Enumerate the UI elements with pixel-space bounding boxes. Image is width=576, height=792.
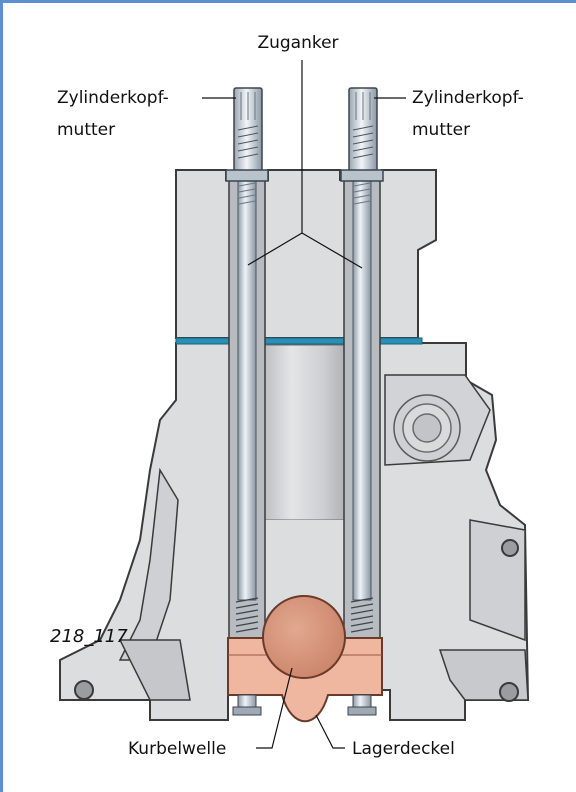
head-gasket [175,337,423,345]
right-cylinder-head-nut [340,87,384,182]
right-cap-nut [347,706,377,716]
kurbelwelle-leader [256,667,293,749]
right-cap-bolt-tip [352,694,372,708]
zuganker-label: Zuganker [257,33,338,53]
right-mount-hole-lower [499,682,519,702]
nut-right-label-line1: Zylinderkopf- [412,88,524,108]
right-tie-rod [352,179,372,601]
left-cap-bolt-tip [237,694,257,708]
zuganker-leader-left [247,232,303,266]
left-mount-hole [74,680,94,700]
left-rod-lower-thread [235,597,259,633]
bearing-cap-label: Lagerdeckel [352,739,455,759]
left-rod-upper-thread [238,182,256,205]
right-rod-lower-thread [350,597,374,633]
right-mount-hole-upper [501,539,519,557]
crankshaft [262,595,346,679]
cylinder-bore [259,344,351,521]
left-cap-nut [232,706,262,716]
crankshaft-label: Kurbelwelle [128,739,226,759]
figure-code: 218_117 [50,626,128,647]
left-tie-rod [237,179,257,601]
cylinder-lower [260,520,350,610]
right-rod-upper-thread [353,182,371,205]
right-bracket [469,519,526,642]
nut-right-label-line2: mutter [412,120,470,140]
leader-lines [202,60,406,749]
zuganker-leader-right [301,232,363,269]
oil-boss-inner [412,413,442,443]
nut-left-label-line2: mutter [57,120,115,140]
left-web [118,639,191,701]
lagerdeckel-leader [315,714,345,749]
cylinder-head [175,169,437,339]
left-cylinder-head-nut [225,87,269,182]
nut-left-label-line1: Zylinderkopf- [57,88,169,108]
bearing-cap [227,637,383,723]
